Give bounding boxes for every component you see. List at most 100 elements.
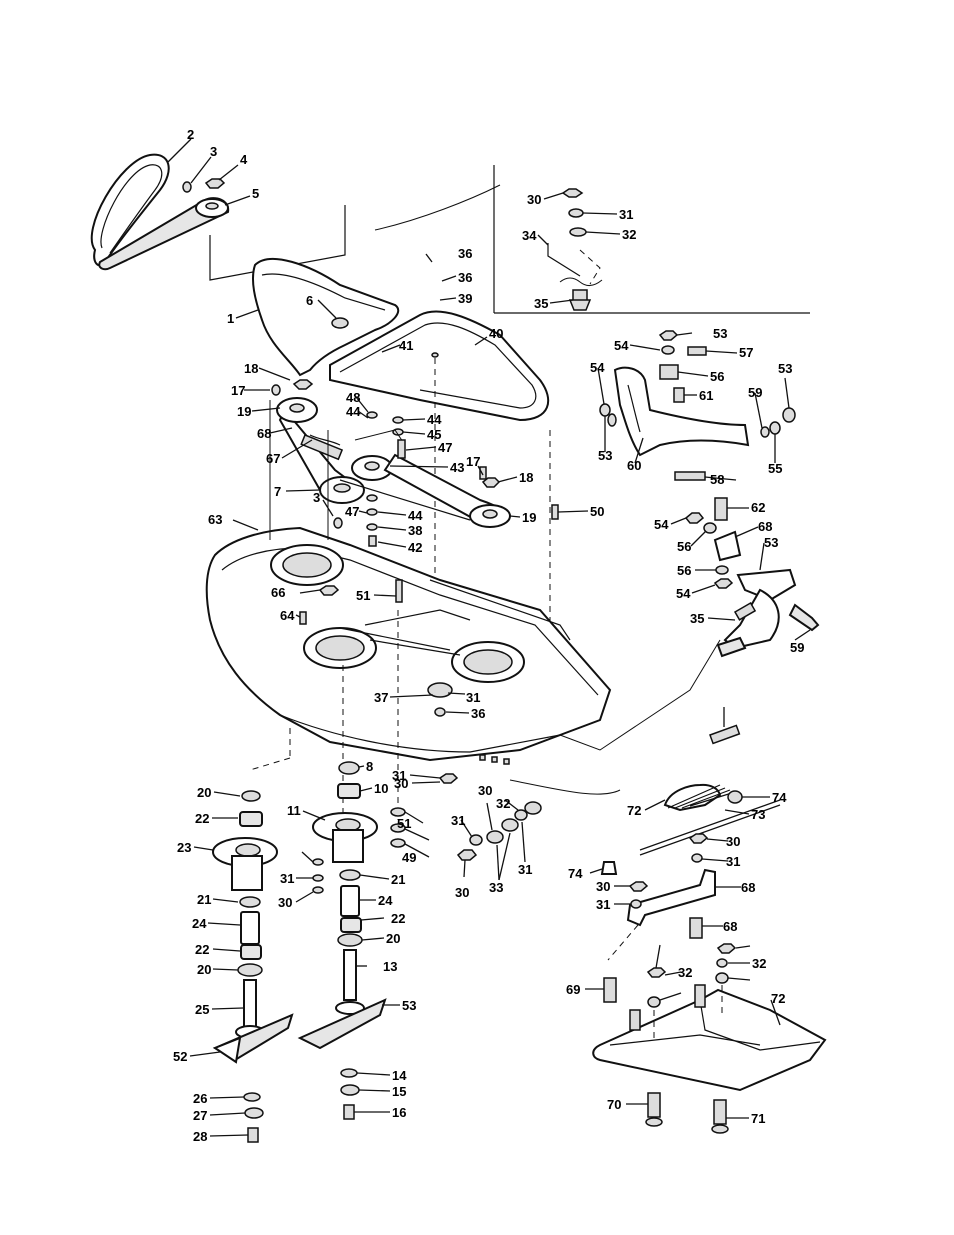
callout-number: 22 bbox=[391, 911, 405, 926]
callout-number: 48 bbox=[346, 390, 360, 405]
callout-number: 20 bbox=[386, 931, 400, 946]
callout-number: 64 bbox=[280, 608, 295, 623]
callout-number: 15 bbox=[392, 1084, 406, 1099]
callout-number: 31 bbox=[280, 871, 294, 886]
mower-deck bbox=[205, 400, 721, 820]
callout-number: 6 bbox=[306, 293, 313, 308]
callout-number: 19 bbox=[237, 404, 251, 419]
callout-number: 30 bbox=[278, 895, 292, 910]
callout-number: 32 bbox=[752, 956, 766, 971]
callout-number: 20 bbox=[197, 785, 211, 800]
callout-number: 8 bbox=[366, 759, 373, 774]
callout-number: 47 bbox=[345, 504, 359, 519]
callout-number: 51 bbox=[397, 816, 411, 831]
callout-number: 45 bbox=[427, 427, 441, 442]
callout-number: 22 bbox=[195, 942, 209, 957]
callout-number: 54 bbox=[614, 338, 629, 353]
callout-number: 24 bbox=[378, 893, 393, 908]
spring-rod-assembly bbox=[600, 724, 781, 875]
callout-number: 68 bbox=[741, 880, 755, 895]
callout-number: 61 bbox=[699, 388, 713, 403]
callout-number: 30 bbox=[478, 783, 492, 798]
left-belt-cover bbox=[252, 257, 400, 377]
belt-assembly bbox=[90, 153, 346, 281]
callout-number: 52 bbox=[173, 1049, 187, 1064]
callout-number: 69 bbox=[566, 982, 580, 997]
callout-number: 38 bbox=[408, 523, 422, 538]
callout-number: 18 bbox=[519, 470, 533, 485]
callout-number: 67 bbox=[266, 451, 280, 466]
callout-number: 31 bbox=[518, 862, 532, 877]
callout-number: 57 bbox=[739, 345, 753, 360]
callout-number: 71 bbox=[751, 1111, 765, 1126]
callout-number: 54 bbox=[654, 517, 669, 532]
callout-number: 24 bbox=[192, 916, 207, 931]
callout-number: 7 bbox=[274, 484, 281, 499]
callout-number: 56 bbox=[710, 369, 724, 384]
callout-number: 51 bbox=[356, 588, 370, 603]
callout-number: 18 bbox=[244, 361, 258, 376]
callout-number: 23 bbox=[177, 840, 191, 855]
callout-number: 53 bbox=[764, 535, 778, 550]
callout-number: 47 bbox=[438, 440, 452, 455]
callout-number: 30 bbox=[455, 885, 469, 900]
callout-number: 74 bbox=[568, 866, 583, 881]
callout-number: 34 bbox=[522, 228, 537, 243]
callout-number: 25 bbox=[195, 1002, 209, 1017]
callout-number: 53 bbox=[598, 448, 612, 463]
callout-number: 5 bbox=[252, 186, 259, 201]
callout-number: 53 bbox=[778, 361, 792, 376]
callout-number: 21 bbox=[197, 892, 211, 907]
callout-number: 31 bbox=[466, 690, 480, 705]
callout-number: 53 bbox=[402, 998, 416, 1013]
callout-number: 42 bbox=[408, 540, 422, 555]
callout-number: 32 bbox=[496, 796, 510, 811]
callout-number: 30 bbox=[726, 834, 740, 849]
callout-number: 32 bbox=[678, 965, 692, 980]
leader-lines bbox=[167, 138, 811, 1137]
callout-number: 31 bbox=[596, 897, 610, 912]
bracket-assembly bbox=[684, 497, 820, 658]
callout-number: 49 bbox=[402, 850, 416, 865]
callout-number: 60 bbox=[627, 458, 641, 473]
callout-number: 62 bbox=[751, 500, 765, 515]
callout-number: 31 bbox=[726, 854, 740, 869]
shield-assembly bbox=[592, 833, 827, 1134]
callout-number: 17 bbox=[231, 383, 245, 398]
callout-number: 35 bbox=[690, 611, 704, 626]
callout-number: 44 bbox=[346, 404, 361, 419]
callout-number: 73 bbox=[751, 807, 765, 822]
callout-number: 68 bbox=[257, 426, 271, 441]
inset-detail bbox=[493, 165, 810, 314]
callout-number: 10 bbox=[374, 781, 388, 796]
callout-number: 59 bbox=[748, 385, 762, 400]
callout-number: 36 bbox=[458, 270, 472, 285]
callout-number: 4 bbox=[240, 152, 248, 167]
callout-number: 44 bbox=[427, 412, 442, 427]
callout-number: 66 bbox=[271, 585, 285, 600]
callout-number: 27 bbox=[193, 1108, 207, 1123]
callout-number: 55 bbox=[768, 461, 782, 476]
callout-number: 68 bbox=[758, 519, 772, 534]
callout-number: 20 bbox=[197, 962, 211, 977]
callout-number: 74 bbox=[772, 790, 787, 805]
callout-number: 21 bbox=[391, 872, 405, 887]
callout-number: 13 bbox=[383, 959, 397, 974]
callout-number: 14 bbox=[392, 1068, 407, 1083]
callout-number: 41 bbox=[399, 338, 413, 353]
center-spindle bbox=[297, 761, 406, 1120]
callout-number: 56 bbox=[677, 563, 691, 578]
callout-number: 16 bbox=[392, 1105, 406, 1120]
pulley-assembly bbox=[271, 379, 559, 547]
callout-number: 72 bbox=[627, 803, 641, 818]
callout-number: 68 bbox=[723, 919, 737, 934]
callout-number: 33 bbox=[489, 880, 503, 895]
callout-number: 53 bbox=[713, 326, 727, 341]
callout-number: 32 bbox=[622, 227, 636, 242]
callout-number: 59 bbox=[790, 640, 804, 655]
callout-number: 3 bbox=[210, 144, 217, 159]
callout-number: 56 bbox=[677, 539, 691, 554]
callout-number: 35 bbox=[534, 296, 548, 311]
callout-number: 26 bbox=[193, 1091, 207, 1106]
